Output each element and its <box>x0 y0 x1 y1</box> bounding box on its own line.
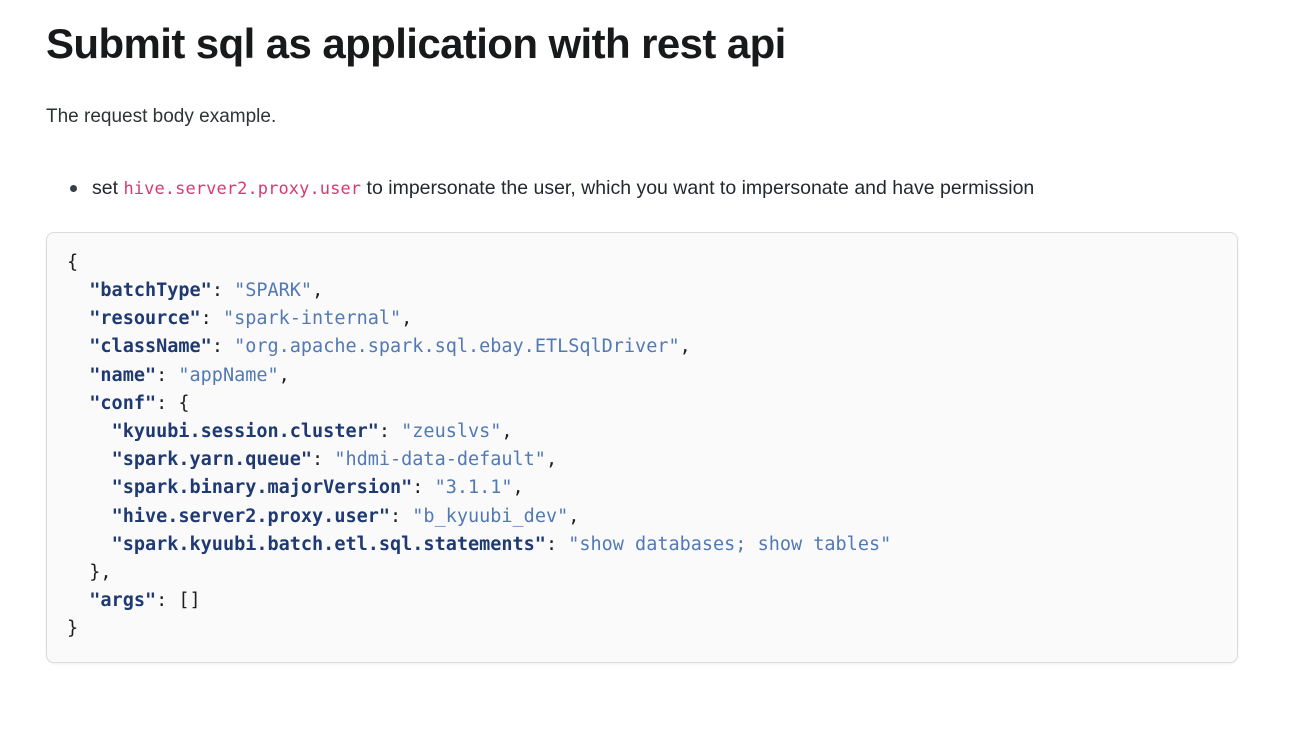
code-token-punct: } <box>67 618 79 640</box>
code-token-punct: , <box>278 364 290 386</box>
code-token-punct: : <box>156 364 179 386</box>
code-token-punct <box>67 449 112 470</box>
code-token-key: "spark.kyuubi.batch.etl.sql.statements" <box>111 533 546 555</box>
code-token-punct <box>67 421 112 442</box>
inline-code-config-key: hive.server2.proxy.user <box>123 178 362 199</box>
code-token-str: "zeuslvs" <box>401 420 502 442</box>
code-token-punct: : <box>545 533 569 555</box>
code-token-punct: : <box>211 279 235 301</box>
code-token-punct: , <box>568 505 580 527</box>
page-title: Submit sql as application with rest api <box>46 20 786 67</box>
code-token-key: "conf" <box>89 392 157 414</box>
code-token-punct: , <box>545 449 558 471</box>
code-token-punct <box>67 393 89 414</box>
code-token-punct: { <box>67 251 79 273</box>
code-token-key: "hive.server2.proxy.user" <box>111 505 391 527</box>
code-token-punct: , <box>512 477 524 499</box>
bullet-point-icon <box>70 184 77 192</box>
intro-paragraph: The request body example. <box>46 106 277 128</box>
code-token-punct: : <box>312 449 335 471</box>
code-token-key: "kyuubi.session.cluster" <box>111 420 379 442</box>
list-item: set hive.server2.proxy.user to impersona… <box>70 168 1217 210</box>
code-token-punct <box>67 506 112 527</box>
code-token-punct: , <box>501 420 513 442</box>
code-token-key: "name" <box>89 364 157 386</box>
code-token-key: "resource" <box>89 308 201 330</box>
code-token-punct: , <box>312 279 324 301</box>
code-token-key: "spark.yarn.queue" <box>111 449 313 471</box>
code-block: { "batchType": "SPARK", "resource": "spa… <box>46 231 1238 663</box>
code-token-str: "b_kyuubi_dev" <box>412 505 569 527</box>
list-item-prefix: set <box>92 176 124 199</box>
code-token-punct <box>67 280 89 301</box>
bullet-list: set hive.server2.proxy.user to impersona… <box>46 168 1262 210</box>
code-token-punct <box>67 477 112 498</box>
code-token-str: "hdmi-data-default" <box>334 449 546 471</box>
code-token-punct: : <box>412 477 435 499</box>
code-token-punct: : { <box>156 392 190 414</box>
document-page: Submit sql as application with rest api … <box>46 20 1262 663</box>
code-token-punct: , <box>679 336 691 358</box>
code-token-str: "3.1.1" <box>434 477 513 499</box>
code-token-str: "show databases; show tables" <box>568 533 892 555</box>
code-token-punct <box>67 365 89 386</box>
code-token-punct: : <box>390 505 413 527</box>
code-token-punct: , <box>401 308 413 330</box>
code-token-key: "spark.binary.majorVersion" <box>111 477 413 499</box>
code-token-punct: }, <box>67 561 112 583</box>
code-block-content: { "batchType": "SPARK", "resource": "spa… <box>67 249 1217 644</box>
code-token-key: "args" <box>89 590 157 612</box>
code-token-punct <box>67 534 112 555</box>
code-token-punct <box>67 590 89 611</box>
list-item-suffix: to impersonate the user, which you want … <box>361 176 1035 199</box>
code-token-punct: : <box>378 420 402 442</box>
code-token-punct: : <box>200 308 223 330</box>
code-token-str: "appName" <box>178 364 279 386</box>
code-token-str: "SPARK" <box>234 279 313 301</box>
code-token-str: "spark-internal" <box>222 308 402 330</box>
code-token-punct <box>67 308 89 329</box>
code-token-punct: : <box>211 336 235 358</box>
code-token-key: "batchType" <box>89 279 212 301</box>
code-token-punct: : [] <box>156 590 201 612</box>
code-token-punct <box>67 336 89 357</box>
code-token-str: "org.apache.spark.sql.ebay.ETLSqlDriver" <box>234 336 680 358</box>
code-token-key: "className" <box>89 336 212 358</box>
